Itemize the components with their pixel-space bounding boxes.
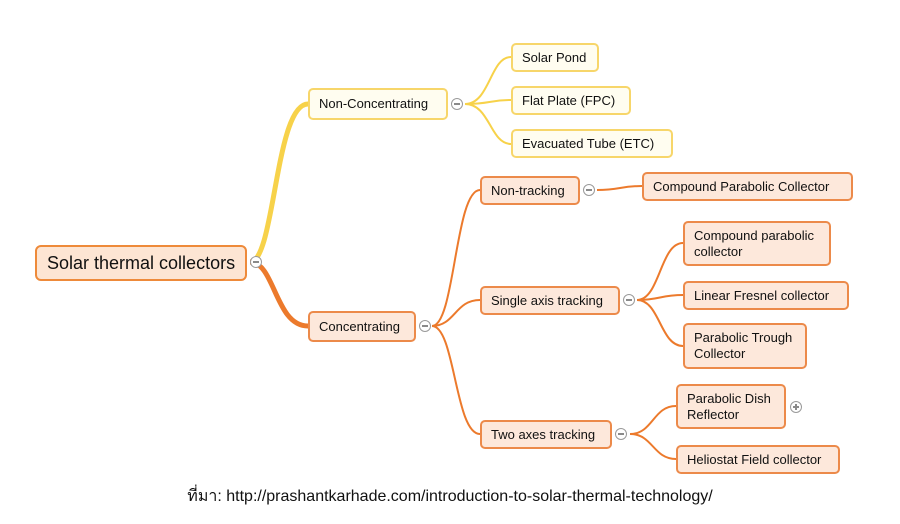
connector-ta-dish xyxy=(629,405,677,435)
node-concentrating[interactable]: Concentrating xyxy=(308,311,416,342)
connector-c-two xyxy=(431,325,481,435)
node-non-concentrating[interactable]: Non-Concentrating xyxy=(308,88,448,120)
connector-c-nontracking xyxy=(431,189,481,327)
collapse-toggle-icon[interactable] xyxy=(451,98,463,110)
root-node[interactable]: Solar thermal collectors xyxy=(35,245,247,281)
connector-nc-evacuated xyxy=(464,103,512,145)
collapse-toggle-icon[interactable] xyxy=(615,428,627,440)
connector-c-single xyxy=(431,299,481,327)
source-caption: ที่มา: http://prashantkarhade.com/introd… xyxy=(187,488,713,505)
collapse-toggle-icon[interactable] xyxy=(419,320,431,332)
node-heliostat-field-collector[interactable]: Heliostat Field collector xyxy=(676,445,840,474)
node-flat-plate[interactable]: Flat Plate (FPC) xyxy=(511,86,631,115)
connector-ta-heliostat xyxy=(629,433,677,460)
node-single-axis-tracking[interactable]: Single axis tracking xyxy=(480,286,620,315)
connector-root-nonconcentrating xyxy=(249,101,309,265)
connector-sa-trough xyxy=(636,299,684,347)
collapse-toggle-icon[interactable] xyxy=(250,256,262,268)
node-evacuated-tube[interactable]: Evacuated Tube (ETC) xyxy=(511,129,673,158)
node-linear-fresnel-collector[interactable]: Linear Fresnel collector xyxy=(683,281,849,310)
node-two-axes-tracking[interactable]: Two axes tracking xyxy=(480,420,612,449)
node-compound-parabolic-collector-sa[interactable]: Compound parabolic collector xyxy=(683,221,831,266)
connector-nt-cpc xyxy=(596,185,643,191)
collapse-toggle-icon[interactable] xyxy=(583,184,595,196)
connector-root-concentrating xyxy=(249,259,309,329)
connector-sa-cpc xyxy=(636,242,684,301)
node-parabolic-dish-reflector[interactable]: Parabolic Dish Reflector xyxy=(676,384,786,429)
node-non-tracking[interactable]: Non-tracking xyxy=(480,176,580,205)
node-compound-parabolic-collector[interactable]: Compound Parabolic Collector xyxy=(642,172,853,201)
expand-toggle-icon[interactable] xyxy=(790,401,802,413)
connector-nc-solar-pond xyxy=(464,56,512,105)
node-solar-pond[interactable]: Solar Pond xyxy=(511,43,599,72)
node-parabolic-trough-collector[interactable]: Parabolic Trough Collector xyxy=(683,323,807,369)
collapse-toggle-icon[interactable] xyxy=(623,294,635,306)
